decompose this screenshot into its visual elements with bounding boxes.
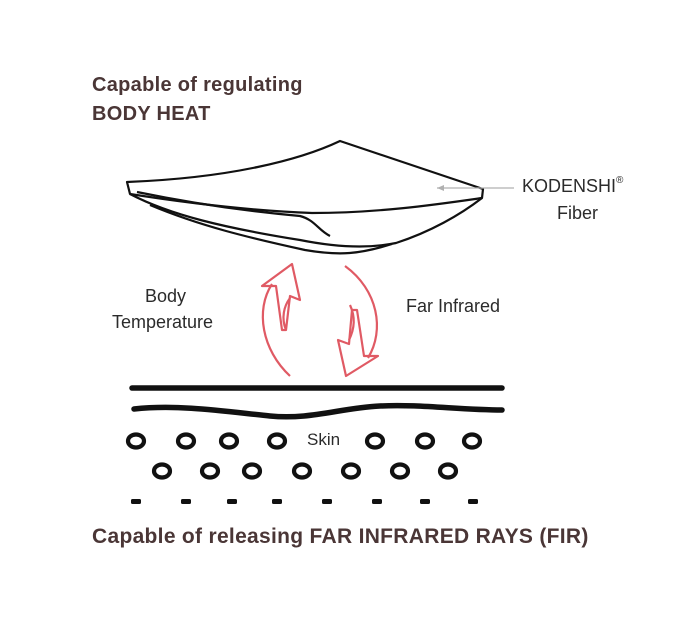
skin-cell (414, 432, 436, 450)
skin-dash (468, 499, 478, 504)
skin-cell (291, 462, 313, 480)
skin-cell (364, 432, 386, 450)
skin-dash (227, 499, 237, 504)
skin-cell (266, 432, 288, 450)
skin-cell (151, 462, 173, 480)
skin-dash (372, 499, 382, 504)
skin-cell (241, 462, 263, 480)
skin-cell (199, 462, 221, 480)
down-arrow-outer (344, 265, 379, 359)
skin-cells-row-1 (125, 432, 483, 450)
fabric-top-layer (125, 139, 485, 215)
skin-dash (420, 499, 430, 504)
skin-cell (340, 462, 362, 480)
skin-cell (175, 432, 197, 450)
skin-cell (389, 462, 411, 480)
skin-cell (125, 432, 147, 450)
bottom-title: Capable of releasing FAR INFRARED RAYS (… (92, 525, 589, 548)
skin-cells-row-2 (151, 462, 459, 480)
skin-cell (218, 432, 240, 450)
skin-dash (131, 499, 141, 504)
far-infrared-arrow (336, 265, 380, 378)
skin-cell (437, 462, 459, 480)
title-line-2: BODY HEAT (92, 103, 211, 125)
kodenshi-text: KODENSHI (522, 176, 617, 196)
far-infrared-label: Far Infrared (406, 296, 501, 316)
skin-dash (272, 499, 282, 504)
skin-dash (322, 499, 332, 504)
skin-cell (461, 432, 483, 450)
pointer-arrowhead (437, 185, 444, 191)
fabric-layers (125, 139, 485, 255)
skin-wave-line (131, 402, 505, 420)
skin-dash (181, 499, 191, 504)
body-temperature-arrow (260, 262, 302, 377)
up-arrowhead (260, 262, 302, 332)
title-line-1: Capable of regulating (92, 74, 303, 96)
skin-dashes-row (131, 499, 478, 504)
fabric-bottom-layer (149, 203, 393, 255)
up-arrow-outer (261, 283, 291, 377)
body-temperature-label-line-1: Body (145, 286, 187, 306)
body-temperature-label-line-2: Temperature (112, 312, 214, 332)
fabric-inner-line (136, 190, 331, 237)
kodenshi-label: KODENSHI® (522, 175, 624, 197)
skin-label: Skin (307, 430, 341, 449)
registered-mark: ® (616, 175, 624, 186)
down-arrowhead (336, 308, 380, 378)
fabric-middle-layer (129, 193, 483, 248)
fiber-label: Fiber (557, 203, 599, 223)
